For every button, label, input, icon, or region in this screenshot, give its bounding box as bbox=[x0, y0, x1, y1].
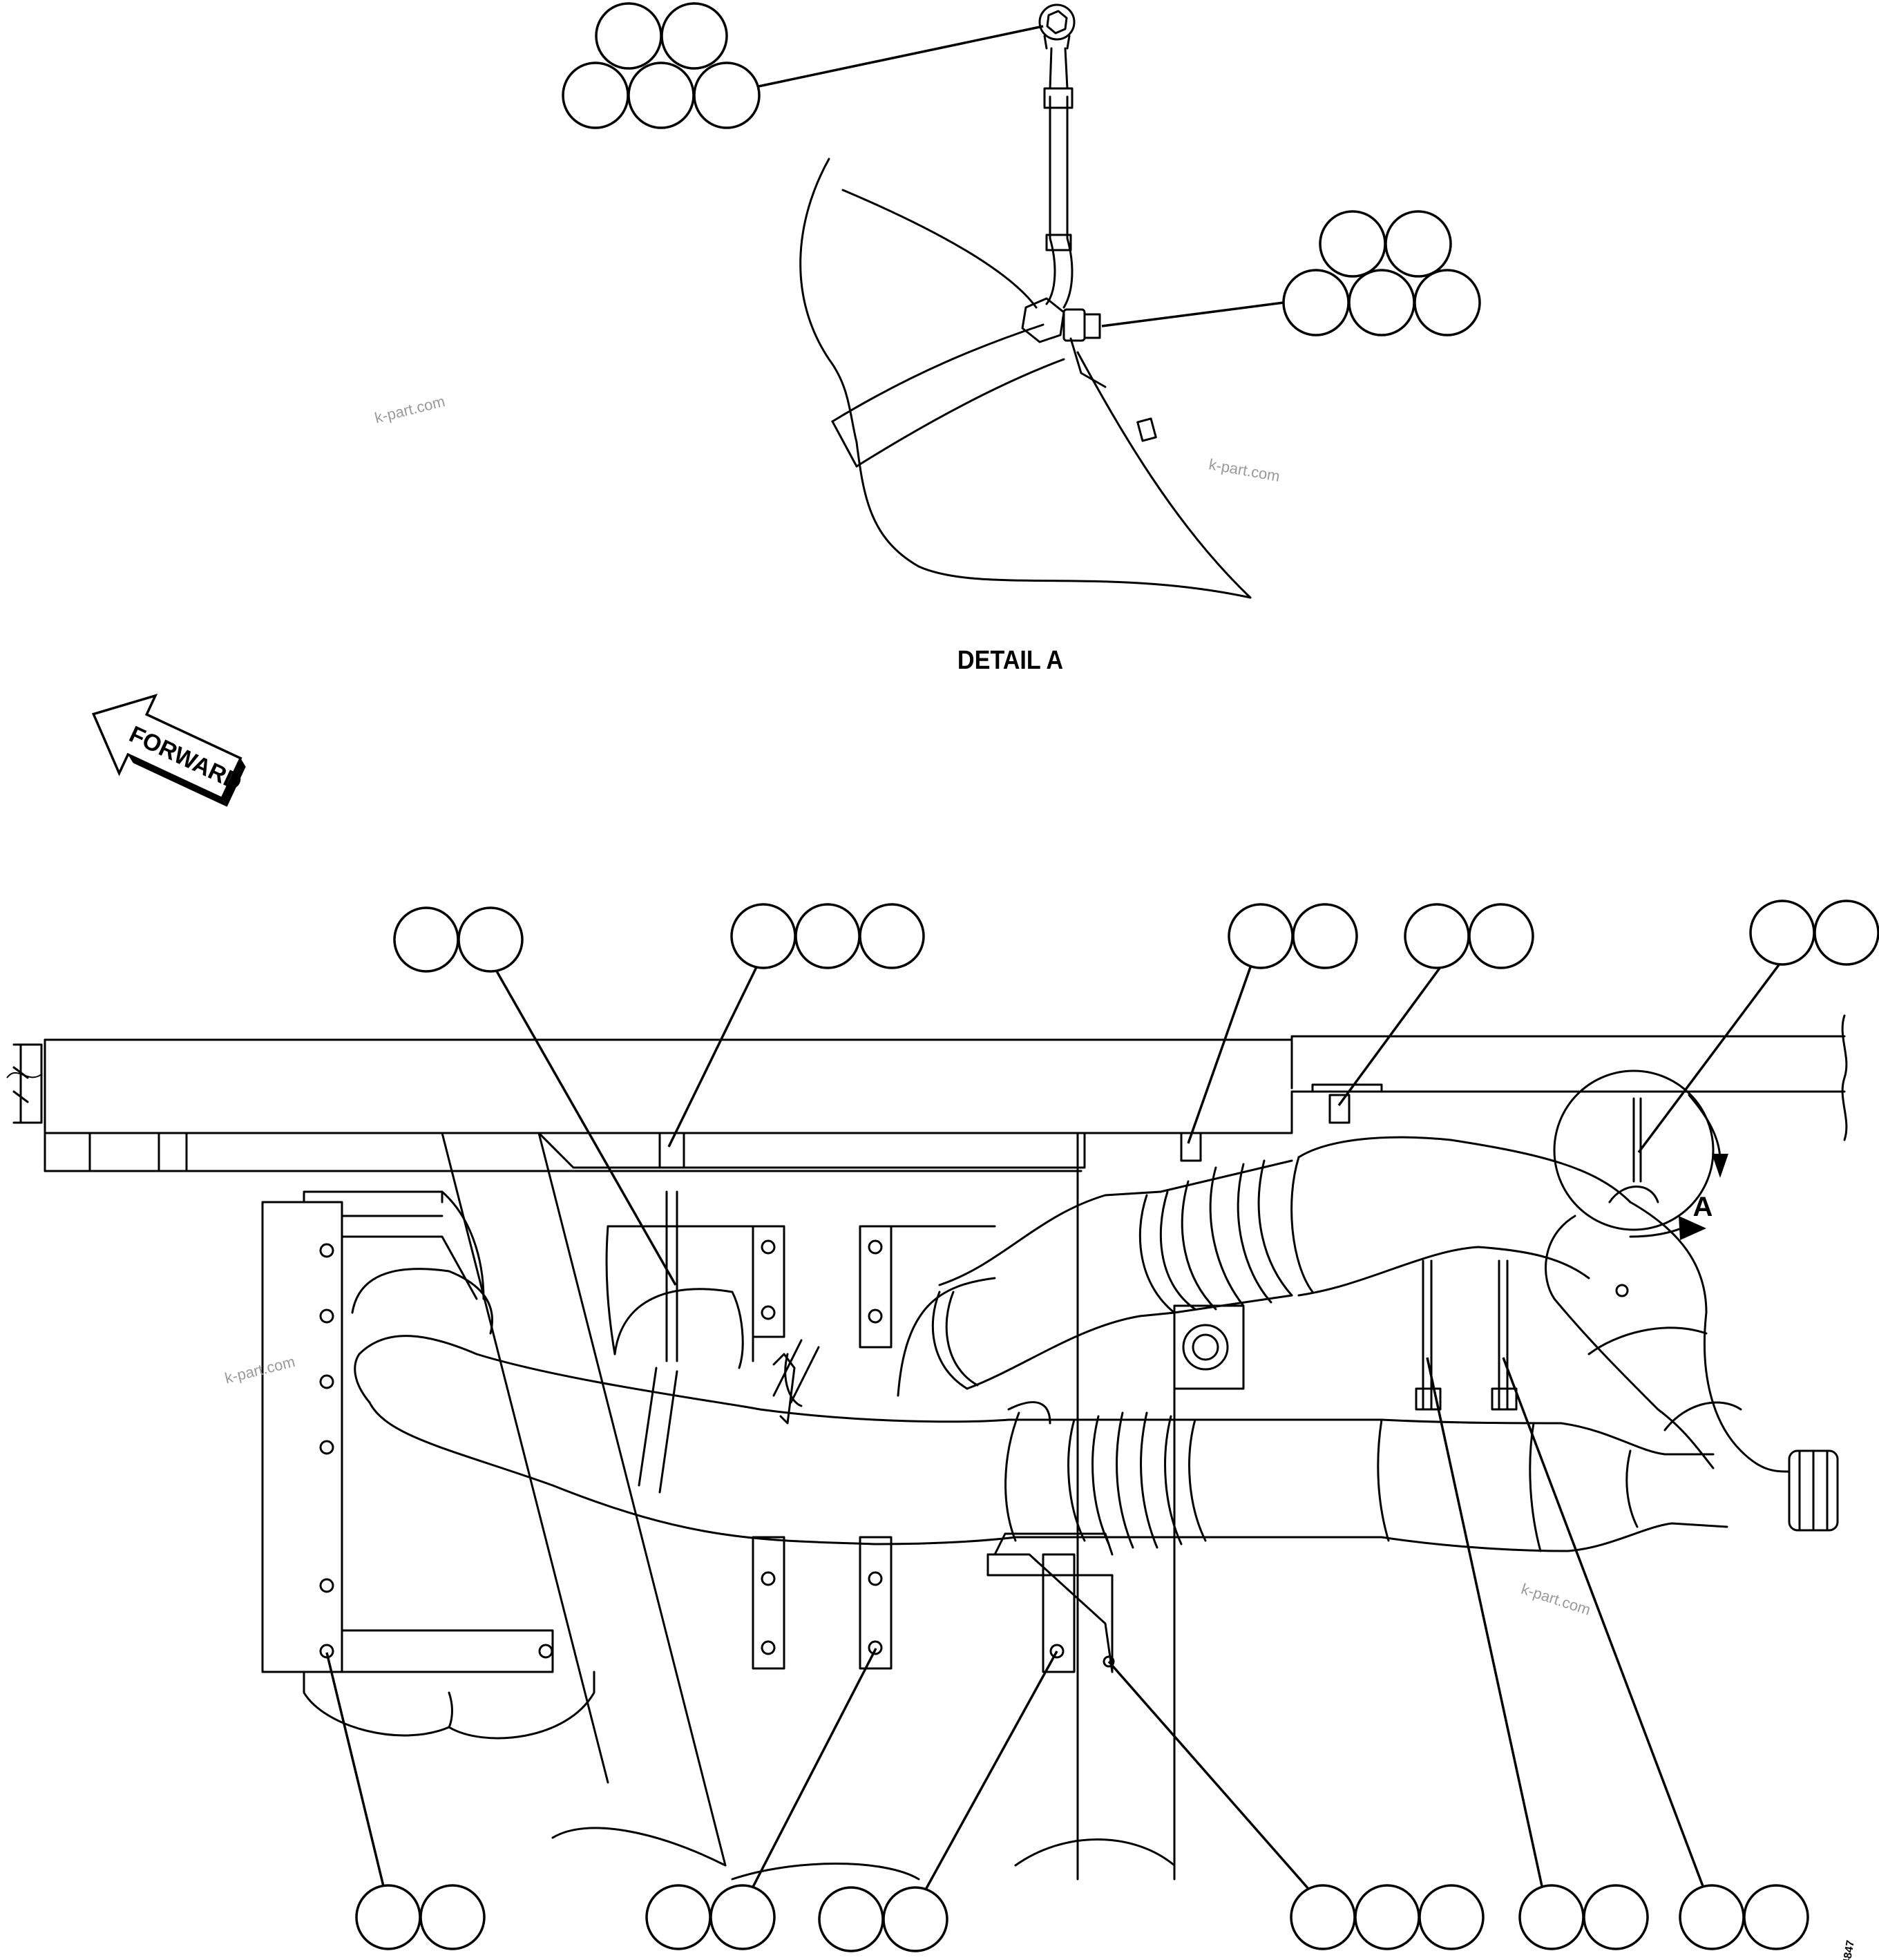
bolt-holes bbox=[319, 1239, 1629, 1668]
callout-group-top-2 bbox=[667, 903, 925, 1148]
callout-group-top-4 bbox=[1337, 903, 1534, 1107]
callout-group-bottom-6 bbox=[1502, 1357, 1809, 1950]
detail-a-view bbox=[799, 3, 1252, 599]
callout-group-top-3 bbox=[1187, 903, 1358, 1144]
callout-group-top-5 bbox=[1637, 900, 1879, 1154]
main-assembly-view bbox=[6, 1014, 1848, 1881]
watermark: k-part.com bbox=[1519, 1580, 1593, 1619]
view-a-marker: A bbox=[1693, 1192, 1713, 1222]
callout-group-detail-right bbox=[1101, 210, 1481, 336]
callout-group-bottom-3 bbox=[818, 1650, 1058, 1952]
callout-group-bottom-4 bbox=[1107, 1660, 1485, 1950]
callout-group-bottom-1 bbox=[325, 1652, 486, 1950]
callout-group-top-1 bbox=[393, 906, 677, 1286]
callout-group-bottom-2 bbox=[645, 1648, 877, 1950]
watermark: k-part.com bbox=[223, 1353, 297, 1387]
detail-label: DETAIL A bbox=[957, 645, 1063, 674]
callout-group-detail-top bbox=[562, 2, 1044, 129]
callout-group-bottom-5 bbox=[1426, 1357, 1649, 1950]
watermark: k-part.com bbox=[373, 392, 447, 426]
drawing-number: 4847 bbox=[1841, 1939, 1857, 1960]
watermark: k-part.com bbox=[1208, 455, 1281, 485]
forward-arrow-icon: FORWARD bbox=[91, 694, 246, 807]
